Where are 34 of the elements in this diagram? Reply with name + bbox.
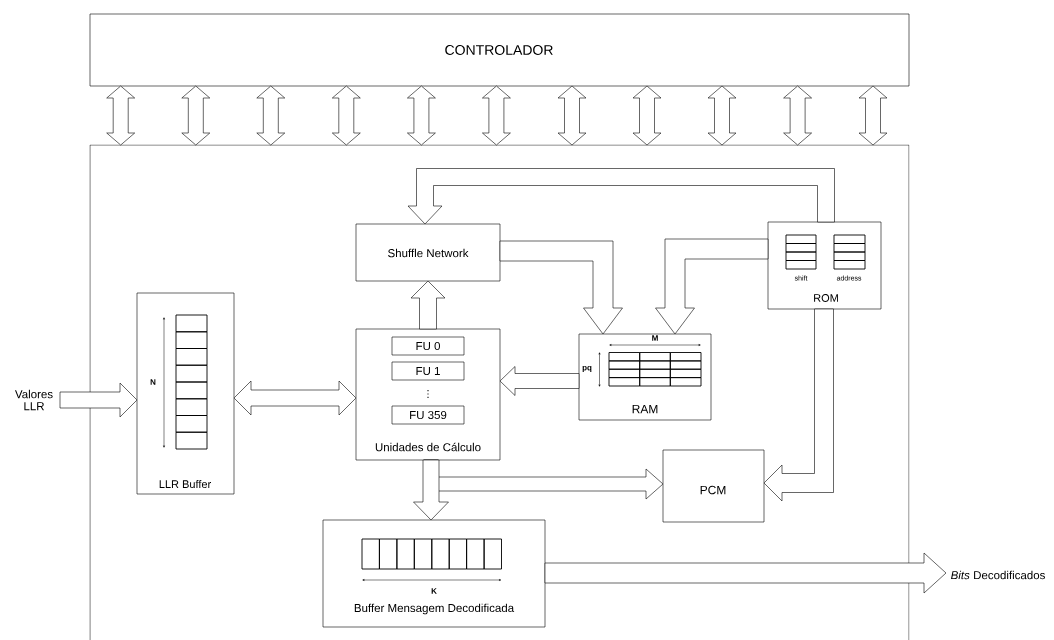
block-arrow <box>256 85 286 146</box>
unit-box: FU 359 <box>391 405 465 425</box>
input-label: Valores LLR <box>15 389 53 411</box>
block-arrow <box>655 238 769 335</box>
block-arrow <box>557 85 587 146</box>
ellipsis-mark: ⋮ <box>427 389 429 399</box>
block-arrow <box>233 380 357 416</box>
unit-box: FU 0 <box>391 336 465 356</box>
controller-box: CONTROLADOR <box>89 13 910 87</box>
block-arrow <box>106 85 135 146</box>
dimension-label: M <box>652 335 658 341</box>
output-label: Bits Decodificados <box>951 570 1045 580</box>
block-arrow <box>707 85 737 146</box>
block-arrow <box>482 85 511 146</box>
block-arrow <box>407 168 835 225</box>
block-arrow <box>413 459 449 521</box>
block-arrow <box>499 240 623 335</box>
unit-box: FU 1 <box>391 361 465 381</box>
process-box: PCM <box>662 449 765 523</box>
block-arrow <box>783 85 812 146</box>
block-arrow <box>499 366 580 396</box>
block-arrow <box>763 308 834 502</box>
dimension-label: K <box>431 588 437 594</box>
block-arrow <box>332 85 361 146</box>
block-arrow <box>410 280 446 330</box>
block-arrow <box>59 382 138 418</box>
process-box: Shuffle Network <box>355 223 501 282</box>
dimension-label: N <box>150 379 156 385</box>
dimension-label: pq <box>582 366 592 372</box>
block-arrow <box>544 552 947 594</box>
block-arrow <box>632 85 662 146</box>
block-arrow <box>407 85 436 146</box>
block-arrow <box>858 85 888 146</box>
block-arrow <box>181 85 211 146</box>
